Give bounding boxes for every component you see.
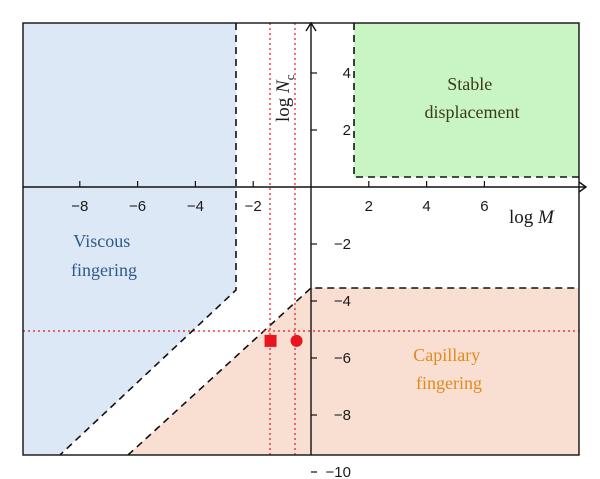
x-tick-label: −6 — [129, 198, 146, 215]
y-tick-label: 4 — [343, 65, 351, 82]
boundary-viscous — [59, 23, 237, 456]
axis-ticks — [79, 72, 485, 473]
y-tick-label: −6 — [334, 350, 351, 367]
y-tick-label: −2 — [334, 236, 351, 253]
region-capillary — [128, 288, 579, 455]
y-tick-label: −8 — [334, 407, 351, 424]
region-stable — [354, 23, 579, 177]
x-tick-label: −8 — [71, 198, 88, 215]
label-capillary: Capillary fingering — [413, 345, 484, 393]
y-tick-label: −4 — [334, 293, 351, 310]
boundary-capillary — [127, 287, 579, 456]
x-axis-arrow — [578, 181, 588, 193]
x-tick-label: 4 — [422, 198, 430, 215]
boundary-stable — [353, 23, 579, 178]
x-tick-label: −4 — [187, 198, 204, 215]
axis-tick-labels: −8 −6 −4 −2 2 4 6 −10 −8 −6 −4 −2 2 4 — [71, 65, 488, 479]
data-point-circle — [290, 334, 303, 347]
x-tick-label: 6 — [480, 198, 488, 215]
y-tick-label: −10 — [326, 464, 351, 479]
label-viscous: Viscous fingering — [71, 231, 137, 280]
x-tick-label: −2 — [245, 198, 262, 215]
data-point-square — [264, 334, 277, 347]
y-tick-label: 2 — [343, 122, 351, 139]
label-stable: Stable displacement — [425, 74, 520, 122]
plot-frame — [22, 22, 580, 456]
region-viscous — [23, 23, 236, 455]
x-tick-label: 2 — [365, 198, 373, 215]
y-axis-label: log Nc — [273, 74, 297, 122]
x-axis-label: log M — [509, 207, 555, 228]
